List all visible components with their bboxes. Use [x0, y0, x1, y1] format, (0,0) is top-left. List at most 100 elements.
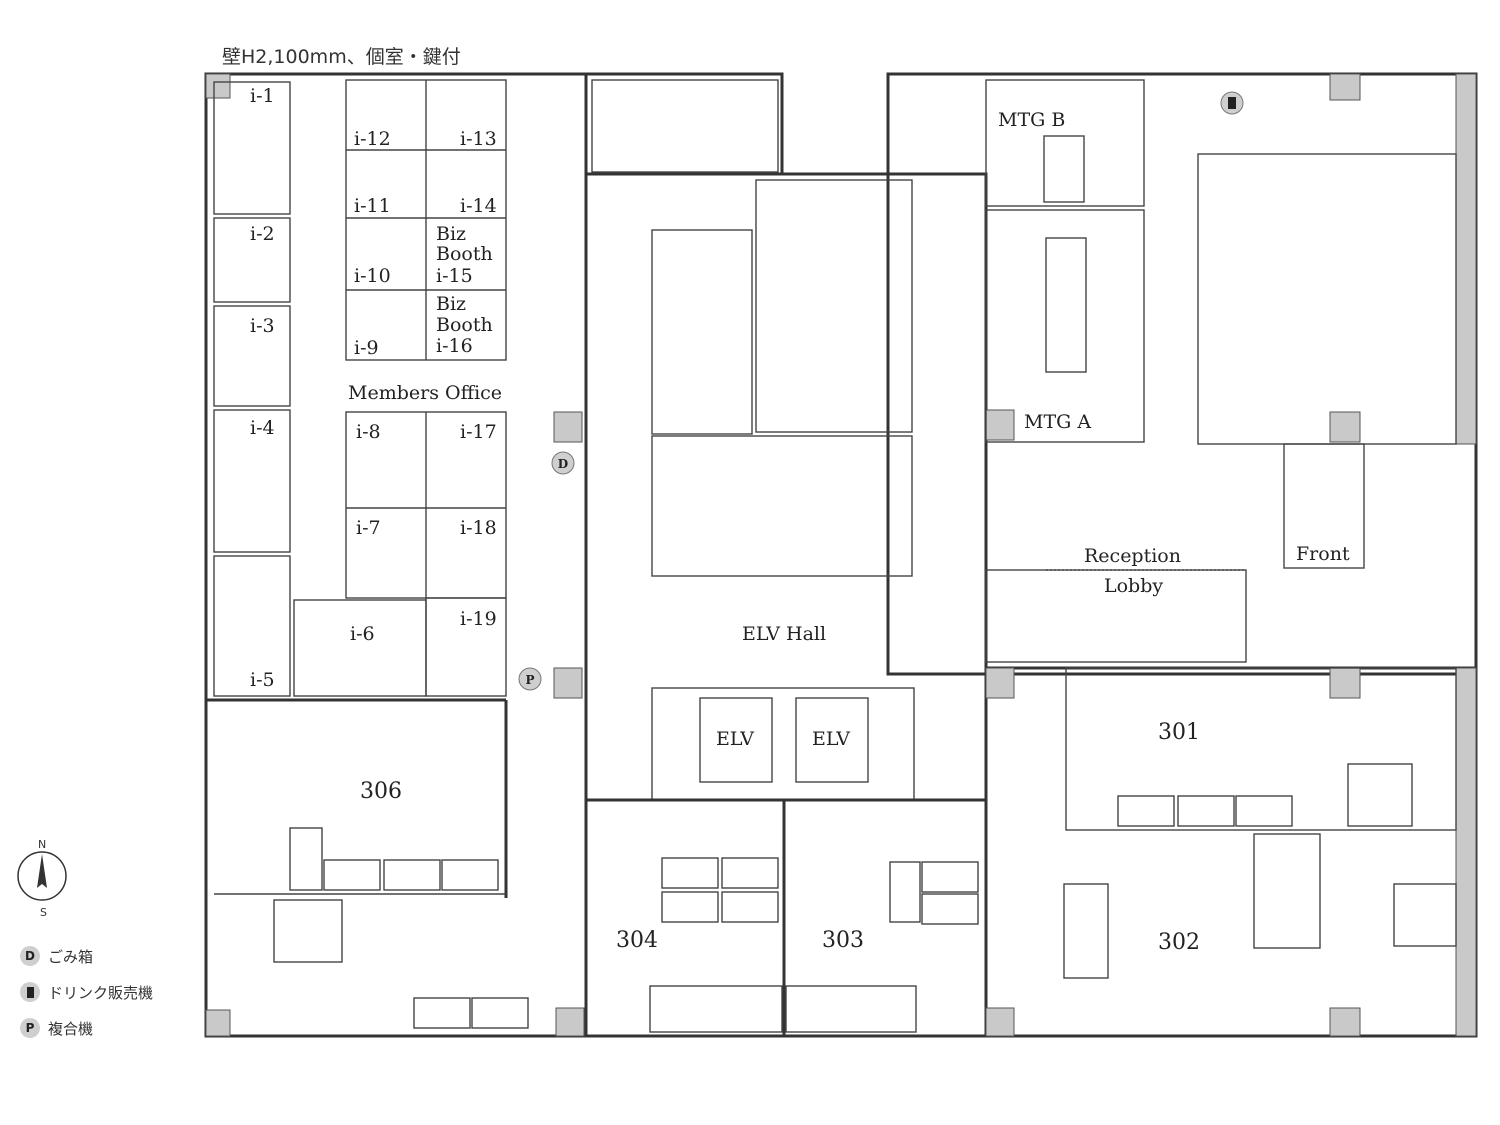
label-members-office: Members Office [348, 382, 502, 404]
desk [1177, 795, 1235, 827]
printer-marker [518, 667, 542, 691]
east-wing-wall [886, 72, 1478, 676]
east-facade [1455, 667, 1477, 1037]
label-i-14: i-14 [460, 195, 497, 217]
label-i-10: i-10 [354, 265, 391, 287]
table [1063, 883, 1109, 979]
column [553, 411, 583, 443]
booth-grid-lower [345, 411, 507, 697]
structural-columns [205, 73, 1477, 1037]
column [1329, 411, 1361, 443]
column [205, 1009, 231, 1037]
label-302: 302 [1158, 930, 1200, 955]
room-i-6 [293, 599, 427, 697]
column [985, 667, 1015, 699]
east-facade [1455, 73, 1477, 445]
desk [471, 997, 529, 1029]
desk [721, 857, 779, 889]
core-wall [584, 172, 988, 1038]
compass-north: N [38, 838, 47, 851]
label-biz-15-line3: i-15 [436, 265, 473, 287]
desk [889, 861, 921, 923]
label-mtg-b: MTG B [998, 109, 1065, 131]
column [553, 667, 583, 699]
table [273, 899, 343, 963]
north-stair [591, 79, 779, 173]
label-i-11: i-11 [354, 195, 391, 217]
column [985, 1007, 1015, 1037]
label-elv-1: ELV [716, 728, 754, 750]
room-i-2 [213, 217, 291, 303]
label-lobby: Lobby [1104, 575, 1163, 597]
label-i-2: i-2 [250, 223, 275, 245]
compass-south: S [40, 906, 47, 919]
room-306 [206, 698, 529, 1029]
open-office [1197, 153, 1457, 445]
cabinet [649, 985, 783, 1033]
table [1043, 135, 1085, 203]
room-i-1 [213, 81, 291, 215]
desk [413, 997, 471, 1029]
label-306: 306 [360, 779, 402, 804]
column [1329, 667, 1361, 699]
restrooms [755, 179, 913, 433]
desk [1117, 795, 1175, 827]
label-i-8: i-8 [356, 421, 381, 443]
column [985, 409, 1015, 441]
label-i-9: i-9 [354, 337, 379, 359]
label-i-12: i-12 [354, 128, 391, 150]
table [1045, 237, 1087, 373]
label-304: 304 [616, 928, 658, 953]
legend-item-trash: D ごみ箱 [20, 944, 153, 968]
column [1329, 1007, 1361, 1037]
label-biz-15-line1: Biz [436, 223, 466, 245]
label-elv-hall: ELV Hall [742, 623, 826, 645]
label-biz-16-line2: Booth [436, 314, 493, 336]
table [1347, 763, 1413, 827]
label-i-19: i-19 [460, 608, 497, 630]
label-reception: Reception [1084, 545, 1181, 567]
room-i-4 [213, 409, 291, 553]
desk [323, 859, 381, 891]
room-mtg-a [985, 209, 1145, 443]
label-elv-2: ELV [812, 728, 850, 750]
room-mtg-b [985, 79, 1145, 207]
central-core [591, 79, 915, 801]
label-i-17: i-17 [460, 421, 497, 443]
column [205, 73, 231, 99]
trash-marker-label: D [558, 457, 568, 471]
label-biz-15-line2: Booth [436, 243, 493, 265]
legend-item-vending: ドリンク販売機 [20, 980, 153, 1004]
rooms-304-303 [586, 798, 986, 1036]
label-303: 303 [822, 928, 864, 953]
column [555, 1007, 585, 1037]
north-stair-wall [584, 72, 784, 176]
label-mtg-a: MTG A [1024, 411, 1091, 433]
label-i-3: i-3 [250, 315, 275, 337]
desk [721, 891, 779, 923]
compass-rose-icon [17, 851, 67, 901]
room-i-5 [213, 555, 291, 697]
table [1393, 883, 1457, 947]
front-desk [1283, 443, 1365, 569]
room-i-3 [213, 305, 291, 407]
trash-marker [551, 451, 575, 475]
desk [921, 893, 979, 925]
label-i-6: i-6 [350, 623, 375, 645]
east-wing [985, 79, 1457, 979]
label-i-1: i-1 [250, 85, 275, 107]
label-biz-16-line1: Biz [436, 293, 466, 315]
label-301: 301 [1158, 720, 1200, 745]
elevator-1 [699, 697, 773, 783]
desk [661, 857, 719, 889]
cabinet [785, 985, 917, 1033]
desk [661, 891, 719, 923]
label-i-18: i-18 [460, 517, 497, 539]
legend: D ごみ箱 ドリンク販売機 P 複合機 [20, 944, 153, 1052]
desk [441, 859, 499, 891]
vending-icon [1220, 91, 1244, 115]
central-stair [651, 435, 913, 577]
desk [383, 859, 441, 891]
elevator-2 [795, 697, 869, 783]
